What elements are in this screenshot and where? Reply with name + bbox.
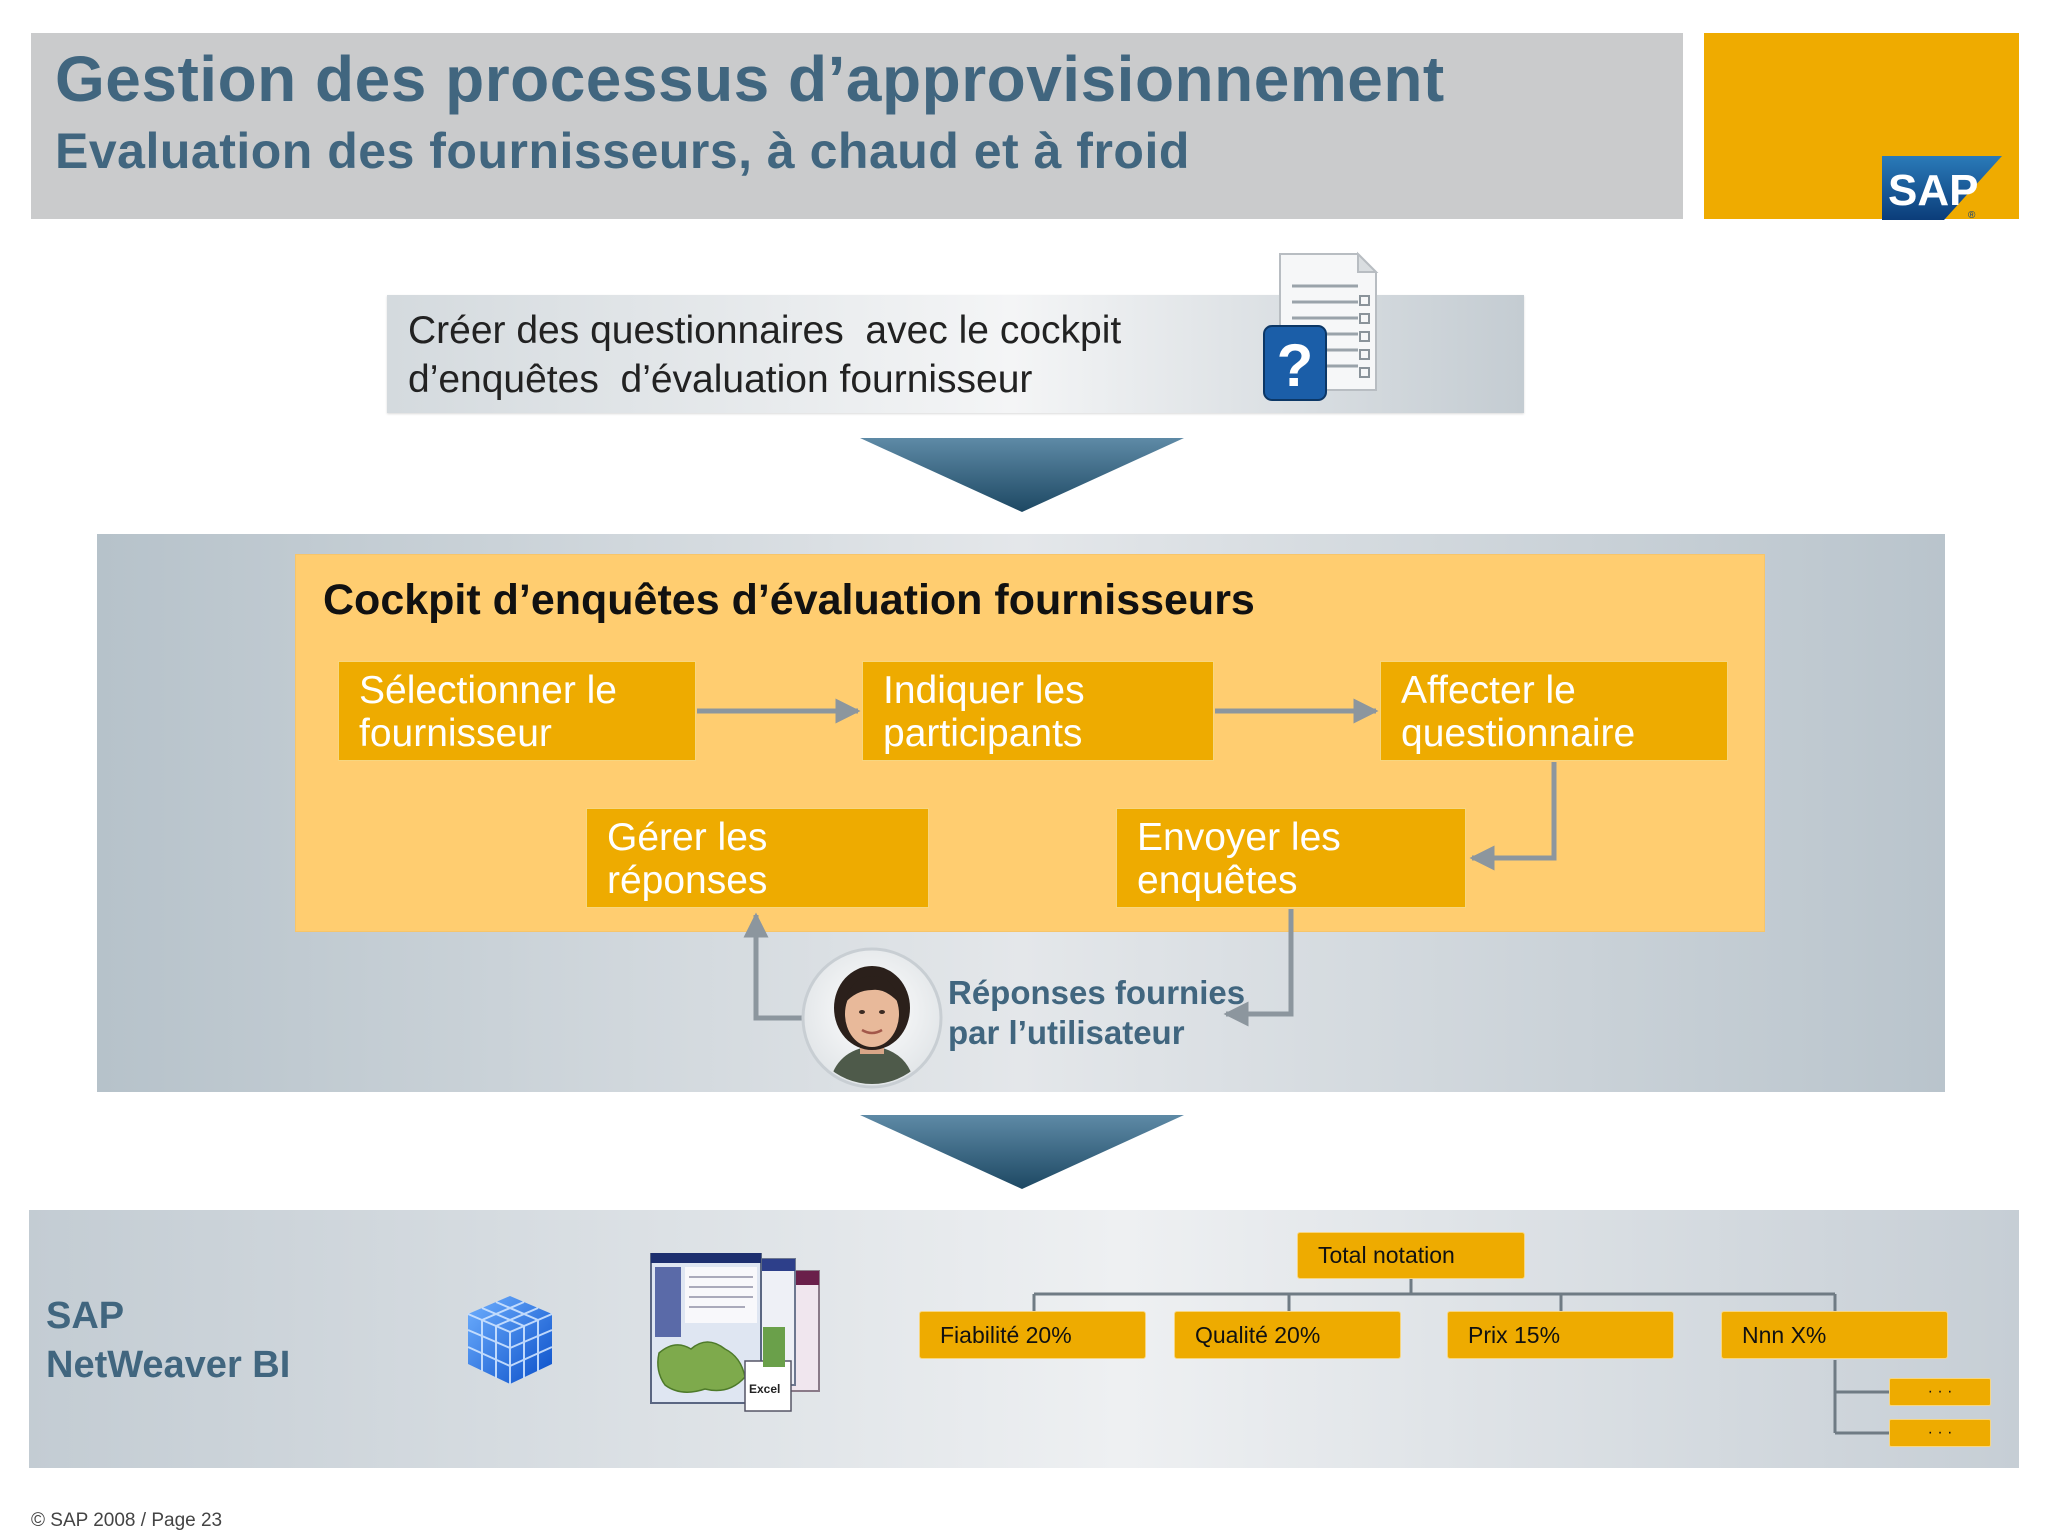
cockpit-title: Cockpit d’enquêtes d’évaluation fourniss… xyxy=(323,576,1255,624)
flow-arrow-down-icon-2 xyxy=(860,1115,1184,1189)
sap-logo: SAP ® xyxy=(1882,156,2002,220)
header-bar xyxy=(31,33,1683,219)
svg-text:?: ? xyxy=(1277,332,1314,399)
step-indicate-participants: Indiquer les participants xyxy=(862,661,1214,761)
create-questionnaire-text: Créer des questionnaires avec le cockpit… xyxy=(408,309,1122,401)
user-avatar-icon xyxy=(801,947,943,1089)
tree-subnode-1: · · · xyxy=(1889,1378,1991,1406)
tree-root-total-rating: Total notation xyxy=(1297,1232,1525,1279)
footer-copyright: © SAP 2008 / Page 23 xyxy=(31,1510,223,1531)
tree-node-price: Prix 15% xyxy=(1447,1311,1674,1359)
svg-text:Excel: Excel xyxy=(749,1382,780,1396)
flow-arrow-down-icon xyxy=(860,438,1184,512)
page-subtitle: Evaluation des fournisseurs, à chaud et … xyxy=(55,123,1190,179)
arrow-assign-to-send xyxy=(1469,762,1557,871)
sap-logo-text: SAP xyxy=(1888,166,1978,215)
netweaver-bi-label: SAP NetWeaver BI xyxy=(46,1295,291,1386)
page-title: Gestion des processus d’approvisionnemen… xyxy=(55,43,1445,115)
tree-node-other: Nnn X% xyxy=(1721,1311,1948,1359)
step-manage-responses: Gérer les réponses xyxy=(586,808,929,908)
step-select-supplier: Sélectionner le fournisseur xyxy=(338,661,696,761)
step-assign-questionnaire: Affecter le questionnaire xyxy=(1380,661,1728,761)
arrow-send-to-user xyxy=(1223,909,1294,1027)
tree-subnode-2: · · · xyxy=(1889,1419,1991,1447)
tree-node-quality: Qualité 20% xyxy=(1174,1311,1401,1359)
svg-text:®: ® xyxy=(1968,210,1976,220)
questionnaire-document-icon: ? xyxy=(1263,251,1379,401)
reports-screens-icon: Excel xyxy=(650,1253,820,1412)
arrow-user-to-manage xyxy=(743,912,806,1021)
tree-node-reliability: Fiabilité 20% xyxy=(919,1311,1146,1359)
cube-icon xyxy=(467,1296,553,1384)
step-send-surveys: Envoyer les enquêtes xyxy=(1116,808,1466,908)
user-responses-label: Réponses fournies par l’utilisateur xyxy=(948,974,1246,1051)
